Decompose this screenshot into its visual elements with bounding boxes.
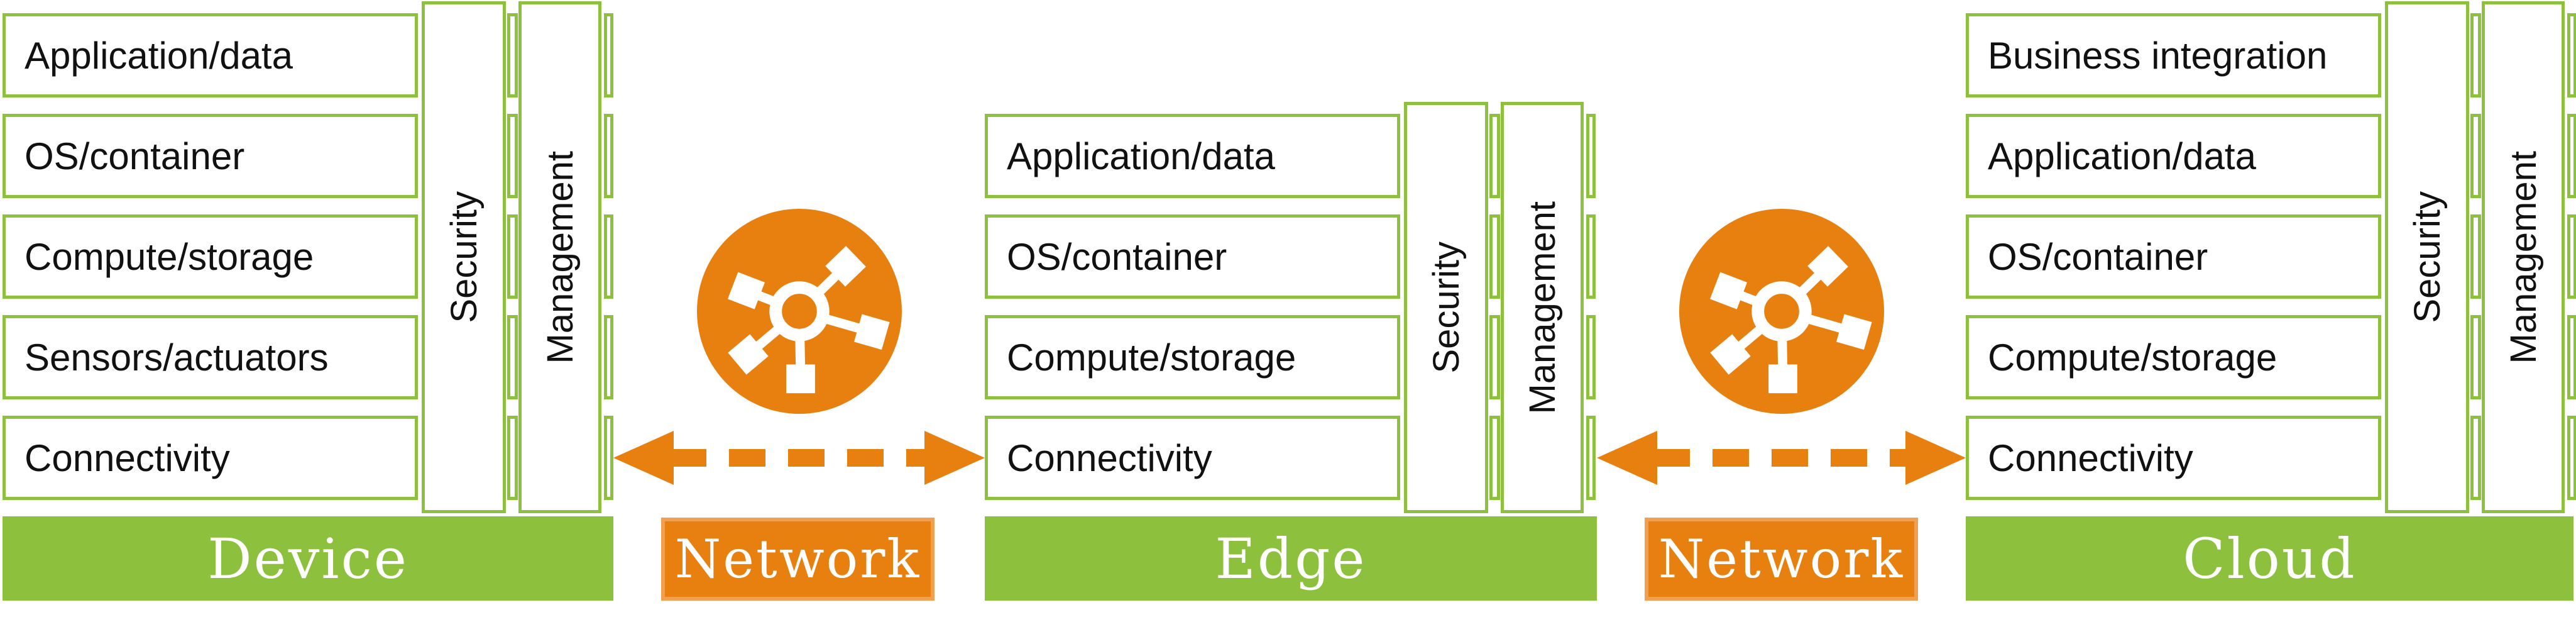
layer-tab: [1586, 214, 1596, 299]
layer-row: Sensors/actuators: [3, 315, 418, 399]
cloud-band: Cloud: [1966, 516, 2573, 601]
security-bar-label: Security: [2406, 191, 2448, 323]
network-section: Network: [613, 0, 985, 622]
management-bar: Management: [2482, 1, 2565, 513]
layer-tab: [604, 416, 613, 500]
cloud-band-label: Cloud: [2183, 526, 2357, 591]
layer-row: Application/data: [3, 13, 418, 97]
layer-tab: [604, 315, 613, 399]
layer-label: OS/container: [25, 135, 245, 177]
device-band-label: Device: [207, 526, 408, 591]
layer-label: OS/container: [1988, 235, 2208, 278]
layer-tab: [1586, 315, 1596, 399]
layer-row: Connectivity: [985, 416, 1400, 500]
arrowhead-left-icon: [1597, 431, 1657, 485]
layer-tab: [507, 114, 518, 198]
layer-label: Application/data: [1007, 135, 1275, 177]
layer-tab: [2470, 13, 2481, 97]
layer-label: Application/data: [1988, 135, 2256, 177]
management-bar: Management: [1501, 102, 1584, 513]
layer-row: Business integration: [1966, 13, 2381, 97]
layer-tab: [1489, 315, 1500, 399]
network-section: Network: [1597, 0, 1966, 622]
management-bar-label: Management: [2502, 150, 2544, 364]
layer-row: Application/data: [985, 114, 1400, 198]
layer-tab: [2567, 114, 2576, 198]
arrowhead-right-icon: [1905, 431, 1966, 485]
layer-label: Compute/storage: [1988, 336, 2277, 379]
layer-row: Compute/storage: [1966, 315, 2381, 399]
security-bar: Security: [1404, 102, 1488, 513]
layer-tab: [507, 214, 518, 299]
network-band: Network: [661, 518, 934, 601]
layer-tab: [2567, 416, 2576, 500]
layer-row: Connectivity: [3, 416, 418, 500]
layer-tab: [2470, 214, 2481, 299]
network-band-label: Network: [674, 528, 921, 590]
layer-row: Compute/storage: [985, 315, 1400, 399]
layer-tab: [507, 13, 518, 97]
layer-tab: [1489, 114, 1500, 198]
network-band: Network: [1645, 518, 1918, 601]
layer-label: Business integration: [1988, 34, 2328, 77]
layer-row: Compute/storage: [3, 214, 418, 299]
edge-band-label: Edge: [1215, 526, 1367, 591]
network-hub-icon: [1679, 208, 1884, 414]
layer-label: Connectivity: [25, 436, 230, 479]
layer-label: Connectivity: [1988, 436, 2193, 479]
layer-label: Connectivity: [1007, 436, 1212, 479]
layer-row: OS/container: [985, 214, 1400, 299]
layer-label: Sensors/actuators: [25, 336, 329, 379]
layer-tab: [2470, 114, 2481, 198]
layer-label: Compute/storage: [1007, 336, 1296, 379]
dashed-line: [1653, 449, 1909, 467]
edge-column: Application/data OS/container Compute/st…: [985, 0, 1597, 622]
layer-tab: [604, 214, 613, 299]
layer-label: Compute/storage: [25, 235, 314, 278]
bidirectional-arrow-icon: [613, 431, 985, 485]
security-bar: Security: [422, 1, 506, 513]
layer-tab: [2470, 416, 2481, 500]
layer-tab: [2470, 315, 2481, 399]
dashed-line: [670, 449, 928, 467]
layer-label: OS/container: [1007, 235, 1227, 278]
management-bar-label: Management: [1521, 201, 1563, 414]
cloud-column: Business integration Application/data OS…: [1966, 0, 2576, 622]
arrowhead-left-icon: [613, 431, 674, 485]
layer-tab: [2567, 13, 2576, 97]
device-column: Application/data OS/container Compute/st…: [3, 0, 613, 622]
edge-band: Edge: [985, 516, 1597, 601]
layer-row: Application/data: [1966, 114, 2381, 198]
layer-row: Connectivity: [1966, 416, 2381, 500]
layer-tab: [1489, 416, 1500, 500]
security-bar-label: Security: [443, 191, 485, 323]
layer-tab: [1489, 214, 1500, 299]
layer-tab: [1586, 114, 1596, 198]
network-band-label: Network: [1658, 528, 1905, 590]
network-hub-icon: [696, 208, 902, 414]
layer-row: OS/container: [3, 114, 418, 198]
security-bar-label: Security: [1425, 242, 1467, 374]
layer-tab: [604, 114, 613, 198]
layer-tab: [507, 315, 518, 399]
management-bar: Management: [518, 1, 601, 513]
bidirectional-arrow-icon: [1597, 431, 1966, 485]
layer-tab: [2567, 214, 2576, 299]
arrowhead-right-icon: [924, 431, 985, 485]
layer-tab: [604, 13, 613, 97]
layer-label: Application/data: [25, 34, 293, 77]
layer-tab: [2567, 315, 2576, 399]
layer-tab: [507, 416, 518, 500]
layer-tab: [1586, 416, 1596, 500]
security-bar: Security: [2385, 1, 2469, 513]
layer-row: OS/container: [1966, 214, 2381, 299]
device-band: Device: [3, 516, 613, 601]
management-bar-label: Management: [539, 150, 581, 364]
